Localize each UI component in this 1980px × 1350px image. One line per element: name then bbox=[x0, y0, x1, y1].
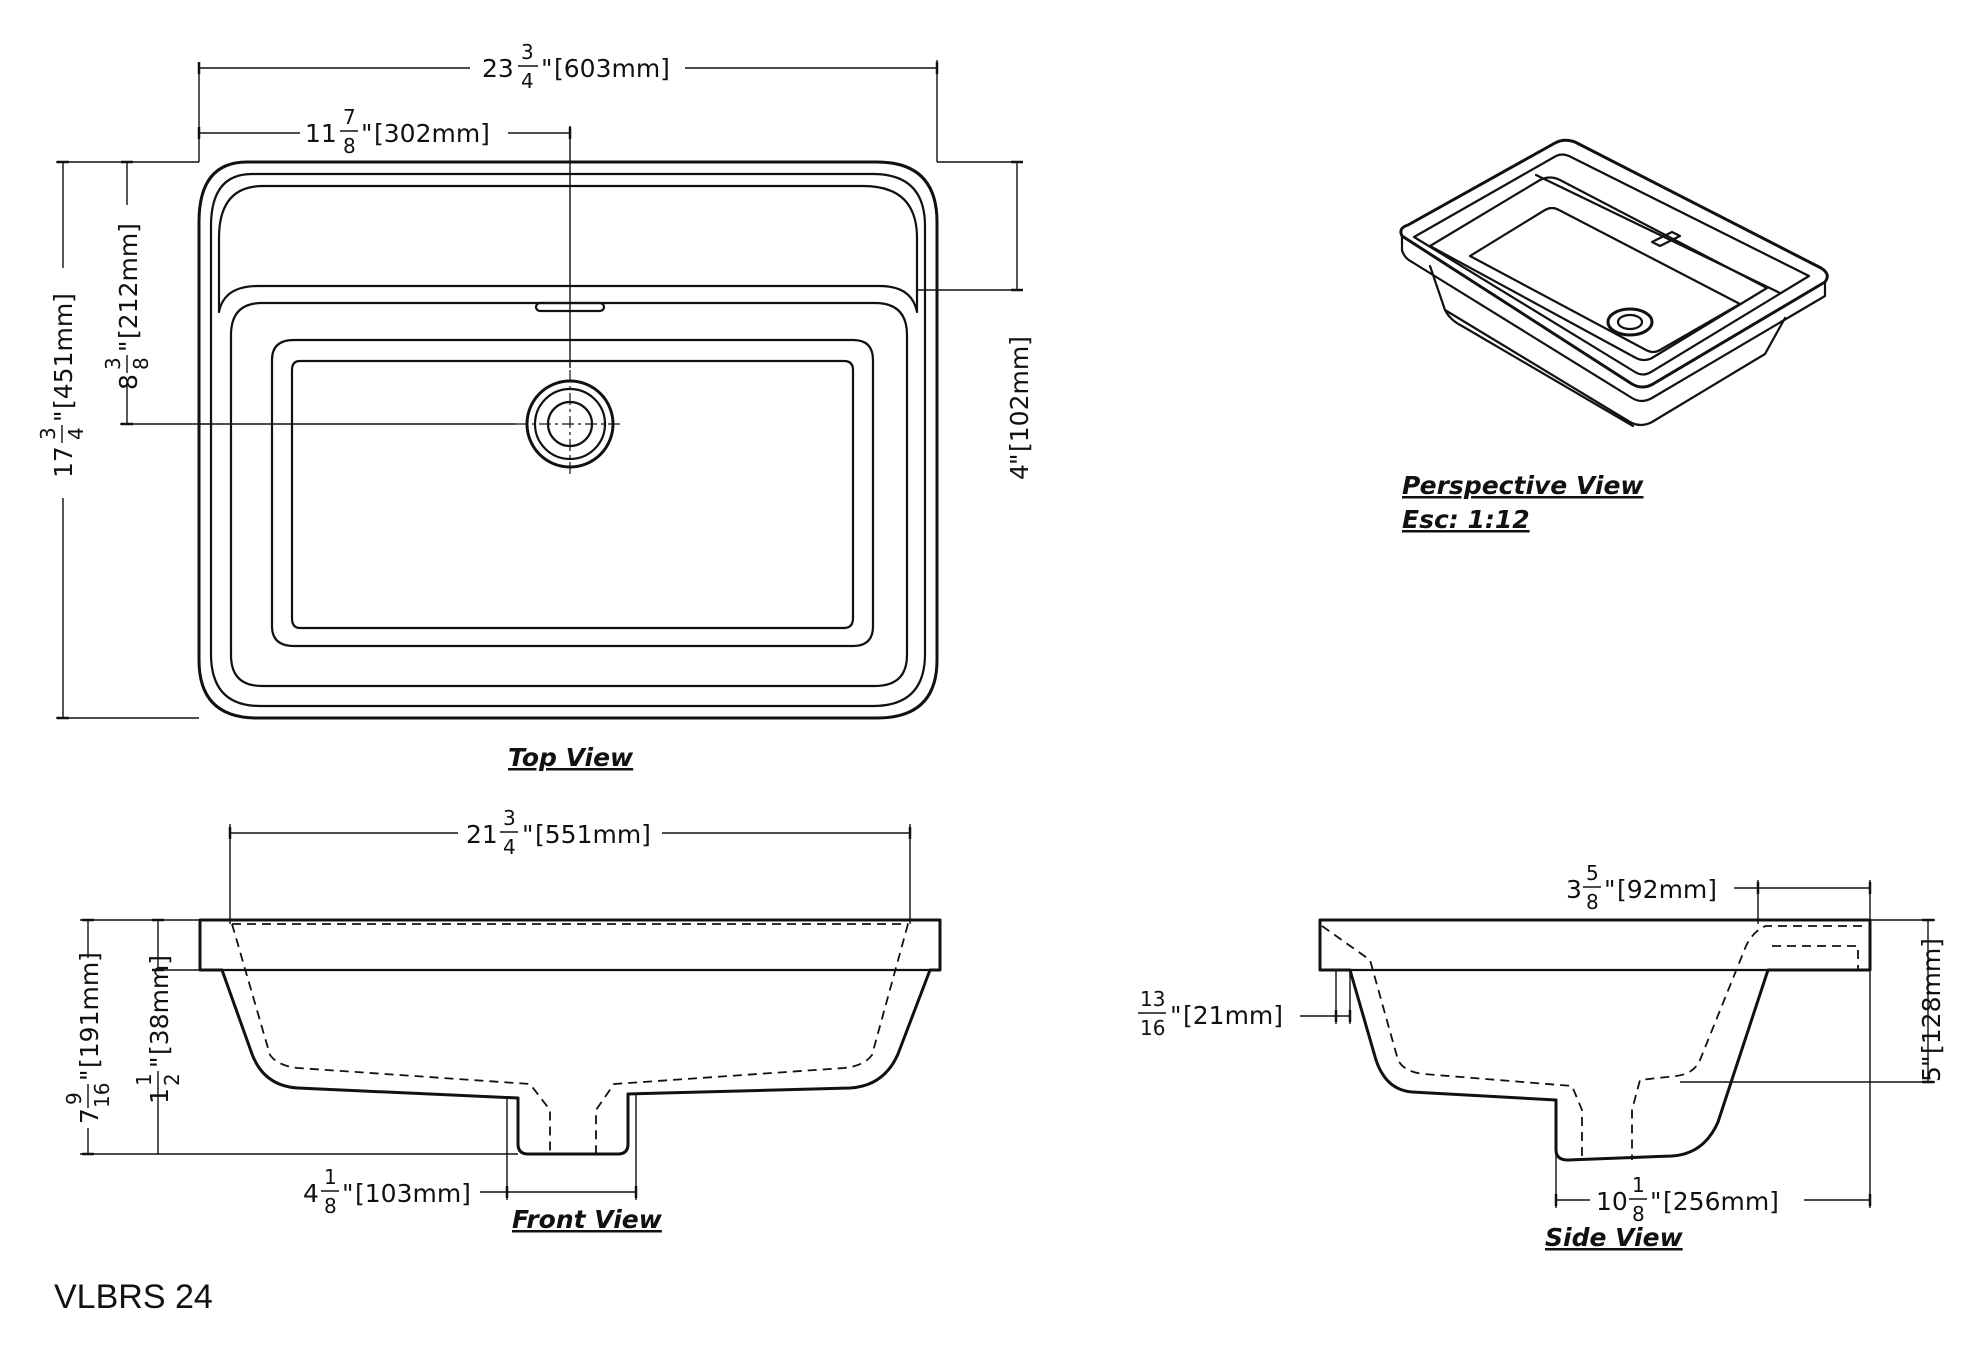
dim-overall-width-num: 3 bbox=[521, 40, 534, 64]
dim-side-height-metric: [128mm] bbox=[1917, 938, 1946, 1054]
front-view-label: Front View bbox=[512, 1205, 663, 1234]
dim-overall-width-den: 4 bbox=[521, 69, 534, 93]
dim-rim-thickness-den: 16 bbox=[1140, 1016, 1165, 1040]
dim-total-height-num: 9 bbox=[62, 1092, 86, 1105]
dim-bowl-width-den: 4 bbox=[503, 835, 516, 859]
dim-rim-height-num: 1 bbox=[132, 1073, 156, 1086]
model-number: VLBRS 24 bbox=[54, 1278, 213, 1316]
dim-outlet-width-num: 1 bbox=[324, 1165, 337, 1189]
svg-text:": " bbox=[1170, 1001, 1182, 1030]
dim-overall-width-metric: [603mm] bbox=[554, 54, 670, 83]
dim-overall-depth-metric: [451mm] bbox=[49, 293, 78, 409]
dim-drain-offset-num: 7 bbox=[343, 105, 356, 129]
dim-rim-height-metric: [38mm] bbox=[145, 955, 174, 1055]
dim-outlet-width-whole: 4 bbox=[303, 1179, 319, 1208]
perspective-scale-label: Esc: 1:12 bbox=[1402, 505, 1530, 534]
dim-outlet-width-metric: [103mm] bbox=[355, 1179, 471, 1208]
svg-text:": " bbox=[342, 1179, 354, 1208]
dim-drain-depth-whole: 8 bbox=[114, 374, 143, 390]
top-view-basin-middle bbox=[270, 338, 875, 648]
dim-bottom-length-whole: 10 bbox=[1596, 1187, 1628, 1216]
svg-text:": " bbox=[361, 119, 373, 148]
dim-rim-thickness-metric: [21mm] bbox=[1183, 1001, 1283, 1030]
svg-text:": " bbox=[522, 820, 534, 849]
dim-drain-depth-den: 8 bbox=[129, 357, 153, 370]
dim-bottom-length-num: 1 bbox=[1632, 1173, 1645, 1197]
svg-text:": " bbox=[49, 411, 78, 423]
top-view-deck-ledge bbox=[217, 184, 919, 314]
dim-drain-offset-metric: [302mm] bbox=[374, 119, 490, 148]
top-view-outer-rim bbox=[197, 160, 939, 720]
dim-deck-setback-whole: 3 bbox=[1566, 875, 1582, 904]
dim-rim-height-whole: 1 bbox=[145, 1088, 174, 1104]
dim-deck-setback-num: 5 bbox=[1586, 861, 1599, 885]
svg-text:": " bbox=[1650, 1187, 1662, 1216]
front-view-outline bbox=[198, 918, 942, 1156]
dim-total-height-metric: [191mm] bbox=[75, 952, 104, 1068]
front-view: 21 3 4 " [551mm] 7 9 16 " [191mm] 1 1 bbox=[62, 806, 942, 1234]
svg-text:": " bbox=[1917, 1056, 1946, 1068]
svg-text:": " bbox=[541, 54, 553, 83]
dim-bowl-width-num: 3 bbox=[503, 806, 516, 830]
perspective-drain-inner bbox=[1616, 313, 1644, 331]
side-view-inner-dashed bbox=[1321, 925, 1583, 1160]
dim-bottom-length-den: 8 bbox=[1632, 1202, 1645, 1226]
top-view-label: Top View bbox=[508, 743, 634, 772]
perspective-body bbox=[1428, 264, 1787, 427]
side-view: 3 5 8 " [92mm] 13 16 " [21mm] 5 " [128mm… bbox=[1138, 861, 1946, 1252]
svg-text:": " bbox=[114, 341, 143, 353]
perspective-rim-inner bbox=[1412, 153, 1811, 376]
dim-bowl-width-whole: 21 bbox=[466, 820, 498, 849]
svg-text:": " bbox=[75, 1070, 104, 1082]
perspective-drain-outer bbox=[1606, 307, 1654, 337]
dim-rim-thickness-num: 13 bbox=[1140, 987, 1165, 1011]
dim-deck-depth-metric: [102mm] bbox=[1005, 336, 1034, 452]
dim-drain-offset-den: 8 bbox=[343, 134, 356, 158]
dim-overall-depth-whole: 17 bbox=[49, 446, 78, 478]
dim-side-height-whole: 5 bbox=[1917, 1066, 1946, 1082]
perspective-view-label: Perspective View bbox=[1402, 471, 1644, 500]
svg-text:": " bbox=[1005, 454, 1034, 466]
dim-total-height-den: 16 bbox=[90, 1083, 114, 1108]
svg-text:": " bbox=[145, 1057, 174, 1069]
side-view-outline bbox=[1318, 918, 1872, 1162]
dim-drain-offset-whole: 11 bbox=[305, 119, 337, 148]
front-view-basin-dashed bbox=[231, 923, 551, 1154]
perspective-rim-top bbox=[1399, 138, 1829, 389]
top-view: 23 3 4 " [603mm] 11 7 8 " [302mm] 17 3 4… bbox=[36, 40, 1034, 772]
dim-total-height-whole: 7 bbox=[75, 1108, 104, 1124]
dim-deck-depth-whole: 4 bbox=[1005, 464, 1034, 480]
top-view-basin-inner bbox=[290, 359, 855, 630]
dim-drain-depth-num: 3 bbox=[101, 357, 125, 370]
svg-text:": " bbox=[1604, 875, 1616, 904]
perspective-bottom bbox=[1443, 308, 1635, 428]
dim-bowl-width-metric: [551mm] bbox=[535, 820, 651, 849]
dim-bottom-length-metric: [256mm] bbox=[1663, 1187, 1779, 1216]
dim-deck-setback-metric: [92mm] bbox=[1617, 875, 1717, 904]
dim-overall-depth-num: 3 bbox=[36, 427, 60, 440]
dim-outlet-width-den: 8 bbox=[324, 1194, 337, 1218]
dim-overall-depth-den: 4 bbox=[64, 427, 88, 440]
top-view-basin-outer bbox=[229, 301, 909, 688]
perspective-basin-edge bbox=[1428, 176, 1769, 362]
perspective-basin-floor bbox=[1468, 206, 1742, 354]
perspective-view: Perspective View Esc: 1:12 bbox=[1399, 138, 1829, 534]
top-view-inner-rim bbox=[209, 172, 927, 708]
dim-rim-height-den: 2 bbox=[160, 1073, 184, 1086]
perspective-rim-front bbox=[1400, 234, 1827, 403]
dim-overall-width-whole: 23 bbox=[482, 54, 514, 83]
perspective-overflow bbox=[1650, 230, 1682, 248]
side-view-label: Side View bbox=[1545, 1223, 1684, 1252]
dim-deck-setback-den: 8 bbox=[1586, 890, 1599, 914]
dim-drain-depth-metric: [212mm] bbox=[114, 223, 143, 339]
